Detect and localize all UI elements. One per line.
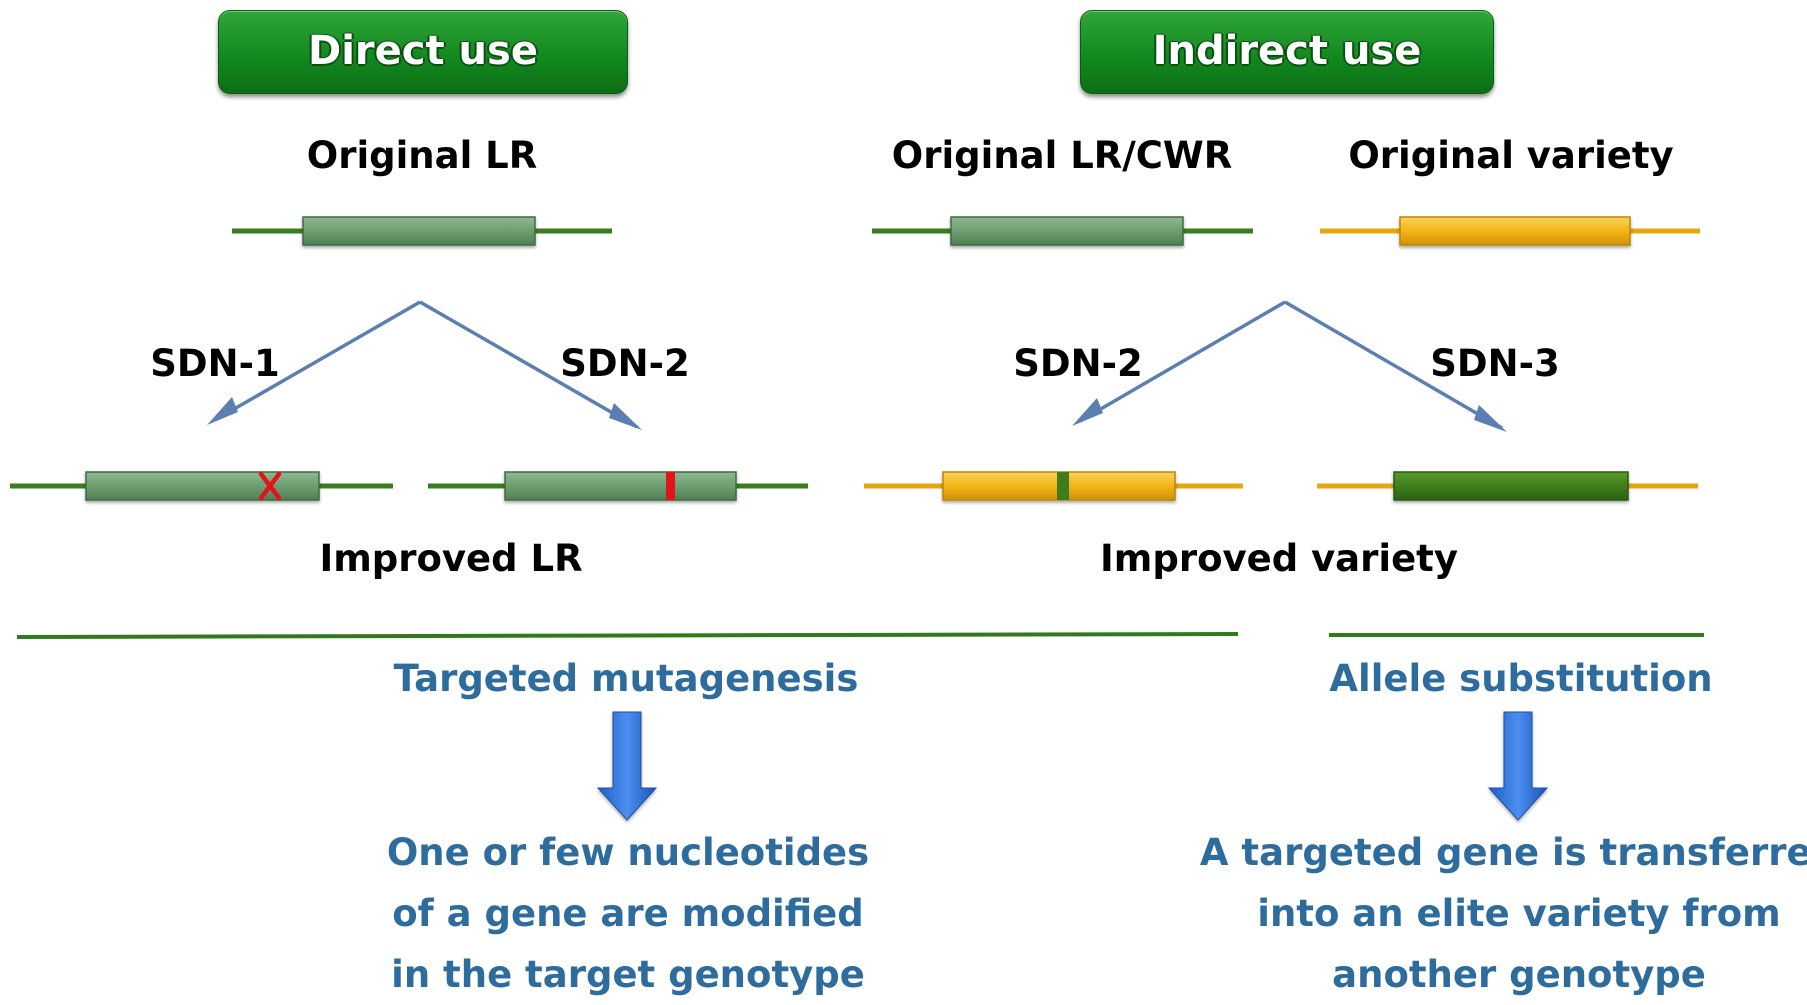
right-description: A targeted gene is transferred into an e… [1200,822,1807,1005]
mutation-band [666,472,675,500]
gene-improved-sdn-1 [10,471,393,501]
divider-targeted-mutagenesis [16,632,1239,639]
arrowhead-sdn-3 [1474,405,1507,432]
left-branch-arrows [214,300,638,429]
sdn-2-left-label: SDN-2 [560,342,690,385]
indirect-use-label: Indirect use [1152,28,1422,74]
arrowhead-sdn-2-right [1072,398,1103,426]
gene-improved-sdn-2-left [428,471,808,501]
gene-improved-sdn-3 [1317,471,1698,501]
arrowhead-sdn-2-left [609,403,642,430]
indirect-use-header: Indirect use [1080,10,1494,94]
gene-original-variety [1320,216,1700,246]
down-arrow-right-icon [1487,711,1549,821]
direct-use-label: Direct use [308,28,538,74]
allele-substitution-label: Allele substitution [1329,657,1713,700]
left-desc-line-3: in the target genotype [391,953,865,996]
right-desc-line-3: another genotype [1332,953,1706,996]
direct-use-header: Direct use [218,10,628,94]
mutation-x-icon [258,471,282,501]
right-branch-arrows [1079,300,1503,430]
left-desc-line-2: of a gene are modified [392,892,864,935]
targeted-mutagenesis-label: Targeted mutagenesis [393,657,859,700]
original-lr-label: Original LR [306,134,538,177]
original-variety-label: Original variety [1348,134,1674,177]
left-description: One or few nucleotides of a gene are mod… [387,822,869,1005]
left-desc-line-1: One or few nucleotides [386,831,870,874]
gene-original-lr [232,216,612,246]
sdn-3-label: SDN-3 [1430,342,1560,385]
sdn-1-label: SDN-1 [150,342,280,385]
gene-original-lr-cwr [872,216,1253,246]
right-desc-line-2: into an elite variety from [1257,892,1781,935]
right-desc-line-1: A targeted gene is transferred [1199,831,1807,874]
down-arrow-left-icon [596,711,658,821]
improved-variety-label: Improved variety [1100,537,1458,580]
allele-band [1057,472,1069,500]
sdn-2-right-label: SDN-2 [1013,342,1143,385]
gene-improved-sdn-2-right [864,471,1243,501]
original-lr-cwr-label: Original LR/CWR [891,134,1233,177]
improved-lr-label: Improved LR [319,537,583,580]
arrowhead-sdn-1 [207,397,238,425]
